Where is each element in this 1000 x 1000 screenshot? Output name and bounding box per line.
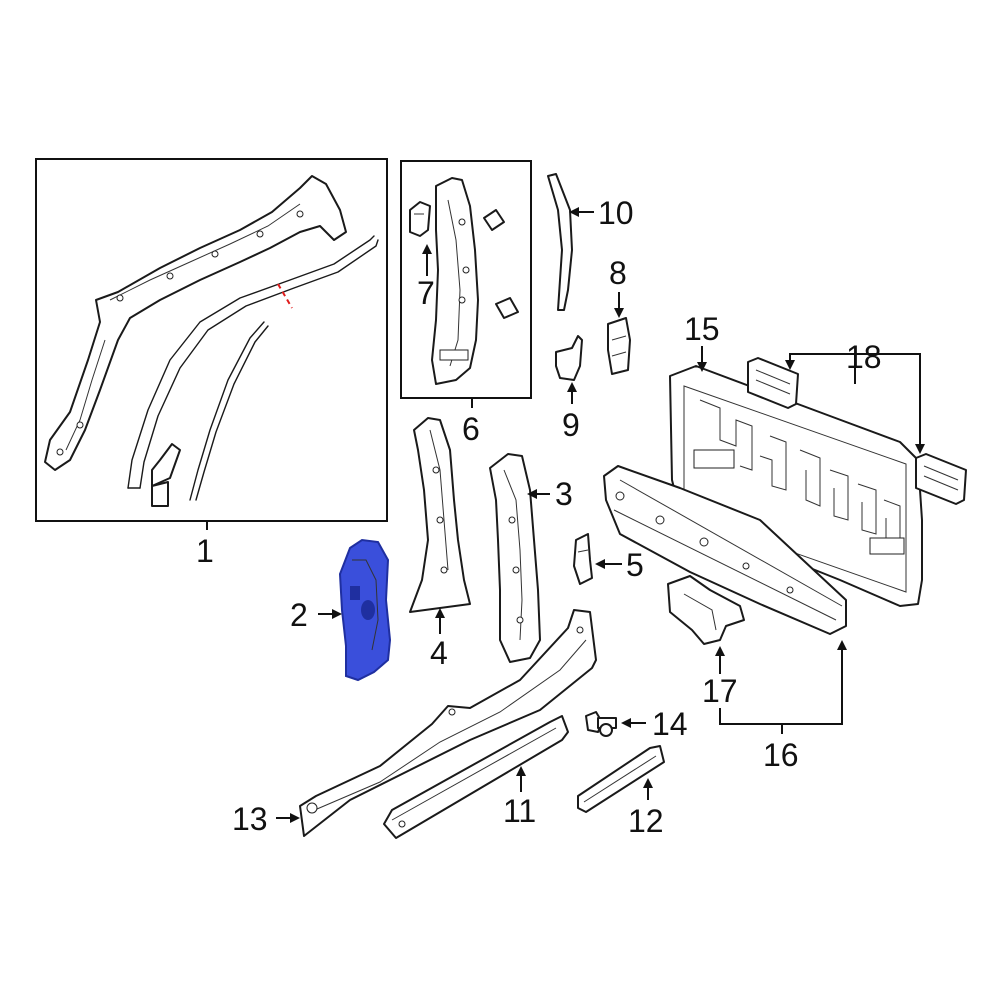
door-seal-strip-part[interactable] xyxy=(189,321,269,501)
bracket-part-5[interactable] xyxy=(573,533,593,585)
clip-part-b[interactable] xyxy=(495,297,519,319)
group-box-6 xyxy=(400,160,532,399)
highlighted-pillar-part[interactable] xyxy=(338,538,392,682)
callout-18[interactable]: 18 xyxy=(846,339,882,375)
rail-bracket-part[interactable] xyxy=(151,443,181,507)
callout-4[interactable]: 4 xyxy=(430,635,448,671)
bracket-part-8[interactable] xyxy=(607,317,631,375)
sill-reinforcement-part[interactable] xyxy=(383,715,569,839)
b-pillar-outer-part[interactable] xyxy=(489,453,541,663)
callout-13[interactable]: 13 xyxy=(232,801,268,837)
callout-6[interactable]: 6 xyxy=(462,411,480,447)
plate-part-18b[interactable] xyxy=(915,453,967,505)
callout-14[interactable]: 14 xyxy=(652,706,688,742)
small-bracket-part[interactable] xyxy=(409,201,431,237)
pillar-strip-part[interactable] xyxy=(547,173,573,311)
callout-7[interactable]: 7 xyxy=(417,275,435,311)
roof-drip-molding-part[interactable] xyxy=(127,235,379,489)
callout-9[interactable]: 9 xyxy=(562,407,580,443)
extension-part[interactable] xyxy=(577,745,665,813)
cut-mark xyxy=(277,283,293,309)
plate-part-18a[interactable] xyxy=(747,357,799,409)
group-box-1 xyxy=(35,158,388,522)
callout-1[interactable]: 1 xyxy=(196,533,214,569)
cross-member-part[interactable] xyxy=(603,465,847,635)
clip-part-a[interactable] xyxy=(483,209,505,231)
callout-15[interactable]: 15 xyxy=(684,311,720,347)
bracket-part-17[interactable] xyxy=(667,575,745,645)
callout-12[interactable]: 12 xyxy=(628,803,664,839)
callout-2[interactable]: 2 xyxy=(290,597,308,633)
bracket-part-9[interactable] xyxy=(555,335,583,381)
callout-5[interactable]: 5 xyxy=(626,547,644,583)
callout-11[interactable]: 11 xyxy=(503,793,536,829)
pillar-reinforcement-part[interactable] xyxy=(431,177,479,385)
callout-8[interactable]: 8 xyxy=(609,255,627,291)
callout-3[interactable]: 3 xyxy=(555,476,573,512)
callout-17[interactable]: 17 xyxy=(702,673,738,709)
callout-16[interactable]: 16 xyxy=(763,737,799,773)
bolt-part[interactable] xyxy=(585,711,617,737)
b-pillar-inner-part[interactable] xyxy=(409,417,471,613)
roof-side-rail-part[interactable] xyxy=(44,175,347,471)
callout-10[interactable]: 10 xyxy=(598,195,634,231)
rocker-panel-part[interactable] xyxy=(299,609,597,837)
